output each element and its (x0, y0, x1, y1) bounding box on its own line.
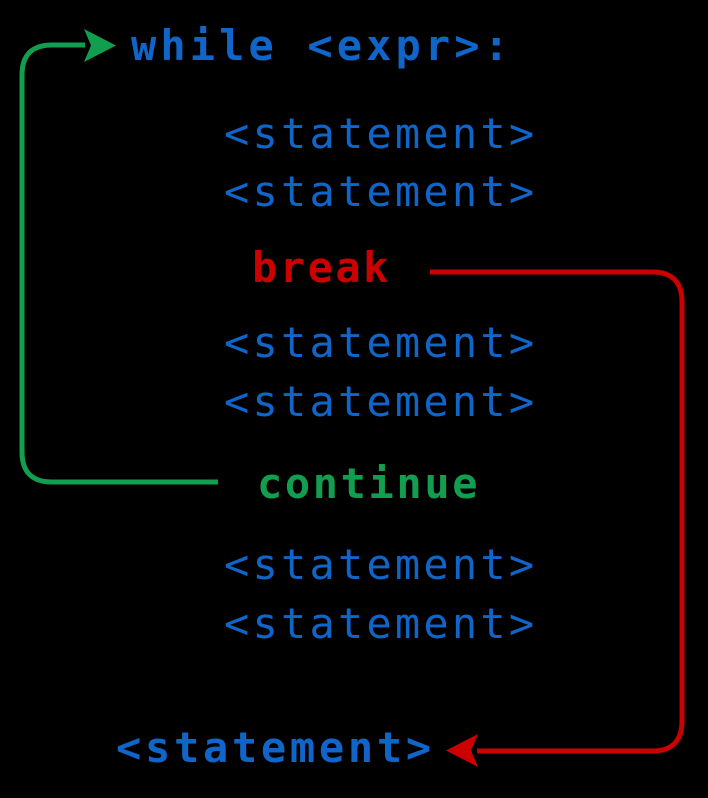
break-arrow-path (430, 269, 685, 754)
body-statement: <statement> (224, 318, 538, 367)
body-statement: <statement> (224, 599, 538, 648)
body-statement: <statement> (224, 377, 538, 426)
exit-statement-code: <statement> (116, 723, 435, 772)
body-statement: <statement> (224, 540, 538, 589)
break-keyword-code: break (252, 243, 391, 292)
continue-arrow-path (19, 42, 218, 485)
continue-arrowhead-icon (84, 29, 116, 62)
break-arrowhead-icon (446, 734, 478, 767)
while-header-code: while <expr>: (131, 21, 514, 70)
continue-keyword-code: continue (257, 459, 481, 508)
body-statement: <statement> (224, 109, 538, 158)
body-statement: <statement> (224, 167, 538, 216)
